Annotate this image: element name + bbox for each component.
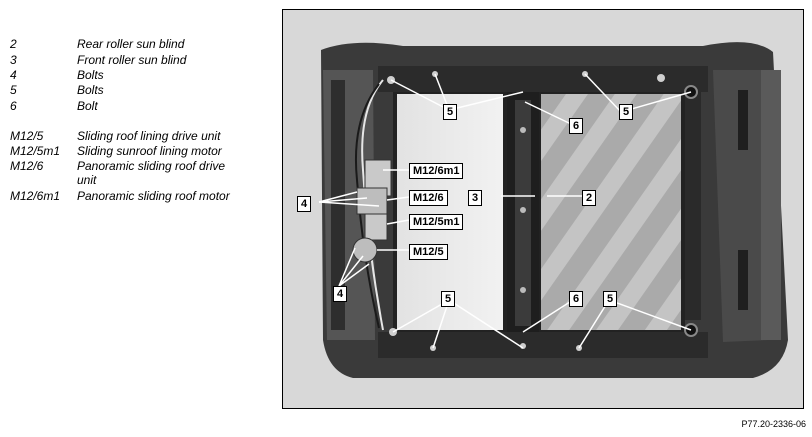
legend-code: 3 <box>10 53 17 67</box>
legend-description: Sliding roof lining drive unit <box>77 129 221 143</box>
sunroof-drawing <box>283 10 803 408</box>
callout-m12-5: M12/5 <box>409 244 448 260</box>
legend-description: Panoramic sliding roof motor <box>77 189 230 203</box>
legend-code: 6 <box>10 99 17 113</box>
drive-cable <box>361 79 384 331</box>
right-edge <box>761 70 781 340</box>
legend-code: 2 <box>10 37 17 51</box>
legend-code: M12/5m1 <box>10 144 61 158</box>
rear-cross-member <box>378 332 708 358</box>
legend-code: M12/6 <box>10 159 44 173</box>
leader-lines <box>318 73 692 349</box>
legend-description: Rear roller sun blind <box>77 37 185 51</box>
center-bolt <box>520 287 526 293</box>
legend-description: Front roller sun blind <box>77 53 187 67</box>
right-frame-strip <box>683 90 701 320</box>
legend-description: Sliding sunroof lining motor <box>77 144 222 158</box>
callout-rear-roller-blind: 2 <box>582 190 597 206</box>
callout-bolt-6: 6 <box>569 118 584 134</box>
center-bolt <box>520 207 526 213</box>
legend-description: Bolts <box>77 68 104 82</box>
legend-code: M12/5 <box>10 129 44 143</box>
callout-bolts-5: 5 <box>603 291 618 307</box>
legend-code: M12/6m1 <box>10 189 61 203</box>
legend-code: 5 <box>10 83 17 97</box>
legend-description: Bolt <box>77 99 98 113</box>
right-slot <box>738 90 748 150</box>
callout-bolts-4: 4 <box>333 286 348 302</box>
legend-description: Panoramic sliding roof drive unit <box>77 159 226 187</box>
legend-description: Bolts <box>77 83 104 97</box>
callout-m12-5m1: M12/5m1 <box>409 214 464 230</box>
callout-bolt-6: 6 <box>569 291 584 307</box>
legend-code: 4 <box>10 68 17 82</box>
sunroof-photo: 5 5 6 M12/6m1 3 2 4 M12/6 M12/5m1 M12/5 … <box>282 9 804 409</box>
front-cross-member <box>378 66 708 92</box>
sliding-roof-lining-drive-unit <box>352 237 378 263</box>
callout-bolts-5: 5 <box>441 291 456 307</box>
bolt-6-top <box>520 127 526 133</box>
drive-cable <box>354 83 380 329</box>
right-slot <box>738 250 748 310</box>
figure-id: P77.20-2336-06 <box>741 419 806 429</box>
callout-m12-6: M12/6 <box>409 190 448 206</box>
callout-bolts-5: 5 <box>619 104 634 120</box>
panoramic-sliding-roof-drive-unit <box>356 187 388 215</box>
right-rail <box>713 70 768 342</box>
callout-bolts-4: 4 <box>297 196 312 212</box>
sliding-sunroof-lining-motor <box>364 213 388 241</box>
left-rail-strip <box>331 80 345 330</box>
callout-bolts-5: 5 <box>443 104 458 120</box>
callout-front-roller-blind: 3 <box>468 190 483 206</box>
bolt-5 <box>657 74 665 82</box>
callout-m12-6m1: M12/6m1 <box>409 163 464 179</box>
